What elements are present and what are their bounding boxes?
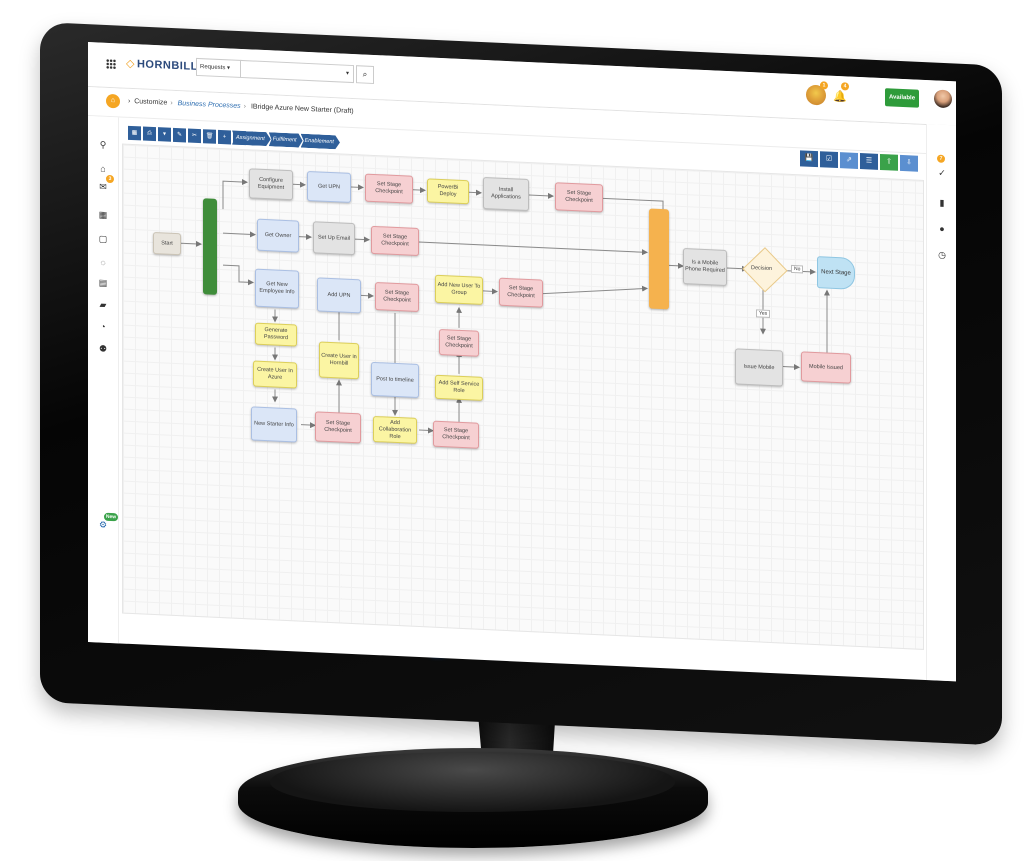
chevron-down-icon: ▾ bbox=[345, 70, 349, 77]
parallel-join-bar[interactable] bbox=[649, 208, 669, 310]
schedule-icon[interactable]: ◔ bbox=[100, 321, 106, 332]
search-icon: ⌕ bbox=[362, 69, 368, 79]
chat-bubbles-icon[interactable]: ● bbox=[939, 223, 945, 234]
node-generate-password[interactable]: Generate Password bbox=[255, 322, 297, 347]
people-icon[interactable]: ⚉ bbox=[98, 343, 108, 354]
more-dropdown-button[interactable]: ▾ bbox=[158, 127, 171, 142]
node-next-stage[interactable]: Next Stage bbox=[817, 256, 855, 290]
left-rail: ⚲ ⌂ ✉ 3 ▦ ▢ ◌ ▤ ▰ ◔ ⚉ ⚙ New bbox=[88, 116, 119, 644]
truck-icon[interactable]: ▰ bbox=[99, 299, 107, 310]
hornbill-logo[interactable]: ◇HORNBILL bbox=[126, 57, 198, 73]
edge-label-yes: Yes bbox=[756, 309, 771, 318]
node-create-user-in-hornbill[interactable]: Create User in Hornbill bbox=[319, 341, 359, 380]
node-get-new-employee-info[interactable]: Get New Employee Info bbox=[255, 268, 299, 309]
node-install-applications[interactable]: Install Applications bbox=[483, 176, 529, 212]
publish-button[interactable]: ⇗ bbox=[840, 152, 858, 169]
process-canvas[interactable]: Start Configure Equipment Get UPN Set St… bbox=[122, 143, 924, 650]
right-rail: 7 ✓ ▮ ● ◷ bbox=[926, 124, 956, 682]
node-powerbi-deploy[interactable]: PowerBi Deploy bbox=[427, 178, 469, 205]
check-circle-icon[interactable]: ✓ bbox=[938, 167, 946, 178]
node-set-stage-checkpoint[interactable]: Set Stage Checkpoint bbox=[365, 173, 413, 204]
stage-tabs: Assignment Fulfilment Enablement bbox=[232, 131, 338, 150]
delete-button[interactable]: 🗑 bbox=[203, 129, 216, 144]
properties-button[interactable]: ☰ bbox=[860, 153, 878, 170]
app-grid-icon[interactable] bbox=[106, 58, 116, 70]
save-button[interactable]: 💾 bbox=[800, 150, 818, 168]
breadcrumb-current: IBridge Azure New Starter (Draft) bbox=[250, 103, 354, 116]
node-set-stage-checkpoint[interactable]: Set Stage Checkpoint bbox=[375, 282, 419, 313]
bell-icon[interactable]: 🔔 bbox=[833, 90, 847, 104]
flow-connectors bbox=[181, 178, 830, 434]
node-mobile-issued[interactable]: Mobile Issued bbox=[801, 351, 851, 384]
node-set-stage-checkpoint[interactable]: Set Stage Checkpoint bbox=[555, 182, 603, 213]
tab-fulfilment[interactable]: Fulfilment bbox=[269, 132, 303, 148]
home-rail-icon[interactable]: ⌂ bbox=[100, 163, 106, 174]
upload-button[interactable]: ⇧ bbox=[880, 153, 898, 171]
bookmark-icon[interactable]: ▮ bbox=[939, 197, 945, 208]
notification-badge: 4 bbox=[841, 82, 849, 91]
breadcrumb: › Customize› Business Processes› IBridge… bbox=[128, 98, 354, 115]
org-chart-icon[interactable]: ⚲ bbox=[99, 139, 107, 150]
tab-assignment[interactable]: Assignment bbox=[232, 131, 271, 147]
edge-label-no: No bbox=[791, 264, 804, 274]
breadcrumb-expand-icon[interactable]: › bbox=[128, 97, 131, 105]
breadcrumb-link[interactable]: Business Processes bbox=[177, 100, 241, 110]
node-set-stage-checkpoint[interactable]: Set Stage Checkpoint bbox=[433, 420, 479, 449]
breadcrumb-root[interactable]: Customize bbox=[134, 98, 168, 107]
parallel-split-bar[interactable] bbox=[203, 198, 217, 295]
node-set-up-email[interactable]: Set Up Email bbox=[313, 221, 355, 256]
user-avatar[interactable] bbox=[934, 89, 952, 109]
start-node[interactable]: Start bbox=[153, 231, 181, 256]
cut-button[interactable]: ✂ bbox=[188, 128, 201, 144]
node-set-stage-checkpoint[interactable]: Set Stage Checkpoint bbox=[371, 225, 419, 257]
home-icon[interactable]: ⌂ bbox=[106, 93, 120, 109]
node-is-mobile-phone-required[interactable]: Is a Mobile Phone Required bbox=[683, 248, 727, 287]
logo-mark-icon: ◇ bbox=[126, 57, 135, 71]
node-set-stage-checkpoint[interactable]: Set Stage Checkpoint bbox=[315, 411, 361, 444]
status-available-button[interactable]: Available bbox=[885, 88, 919, 108]
help-new-badge: New bbox=[104, 512, 118, 522]
search-input[interactable]: ▾ bbox=[240, 59, 354, 84]
calendar-clock-icon[interactable]: ◷ bbox=[938, 249, 946, 260]
designer-actions: 💾 ☑ ⇗ ☰ ⇧ ⇩ bbox=[800, 150, 918, 172]
node-configure-equipment[interactable]: Configure Equipment bbox=[249, 168, 293, 201]
board-icon[interactable]: ▦ bbox=[98, 209, 108, 220]
node-add-self-service-role[interactable]: Add Self Service Role bbox=[435, 374, 483, 401]
node-get-owner[interactable]: Get Owner bbox=[257, 218, 299, 253]
monitor-stand-base-top bbox=[270, 752, 675, 812]
node-post-to-timeline[interactable]: Post to timeline bbox=[371, 361, 419, 399]
node-add-upn[interactable]: Add UPN bbox=[317, 277, 361, 314]
search-button[interactable]: ⌕ bbox=[356, 65, 374, 84]
node-add-user-to-group[interactable]: Add New User To Group bbox=[435, 274, 483, 305]
breadcrumb-separator: › bbox=[170, 99, 173, 107]
validate-button[interactable]: ☑ bbox=[820, 151, 838, 169]
decision-label: Decision bbox=[751, 265, 773, 273]
node-set-stage-checkpoint[interactable]: Set Stage Checkpoint bbox=[499, 277, 543, 308]
edit-button[interactable]: ✎ bbox=[173, 127, 186, 143]
add-button[interactable]: + bbox=[218, 129, 231, 145]
tasks-badge: 7 bbox=[937, 154, 945, 163]
node-add-collaboration-role[interactable]: Add Collaboration Role bbox=[373, 415, 417, 444]
search-scope-select[interactable]: Requests ▾ bbox=[196, 57, 243, 79]
tab-enablement[interactable]: Enablement bbox=[301, 134, 340, 150]
profile-badge: 1 bbox=[820, 81, 828, 90]
node-create-user-in-azure[interactable]: Create User In Azure bbox=[253, 360, 297, 389]
node-new-starter-info[interactable]: New Starter Info bbox=[251, 406, 297, 443]
screen: ◇HORNBILL Requests ▾ ▾ ⌕ 1 🔔 4 Available… bbox=[88, 42, 956, 682]
download-button[interactable]: ⇩ bbox=[900, 154, 918, 172]
node-issue-mobile[interactable]: Issue Mobile bbox=[735, 348, 783, 387]
grid-toggle-button[interactable]: ▦ bbox=[128, 125, 141, 141]
document-icon[interactable]: ▢ bbox=[98, 233, 108, 244]
catalog-icon[interactable]: ▤ bbox=[98, 277, 108, 288]
designer-toolbar: ▦ ⎙ ▾ ✎ ✂ 🗑 + ▾ bbox=[128, 125, 246, 146]
print-button[interactable]: ⎙ bbox=[143, 126, 156, 142]
node-get-upn[interactable]: Get UPN bbox=[307, 170, 351, 203]
chat-icon[interactable]: ◌ bbox=[100, 257, 106, 268]
inbox-badge: 3 bbox=[106, 174, 114, 184]
node-set-stage-checkpoint[interactable]: Set Stage Checkpoint bbox=[439, 328, 479, 357]
breadcrumb-separator: › bbox=[243, 103, 246, 111]
